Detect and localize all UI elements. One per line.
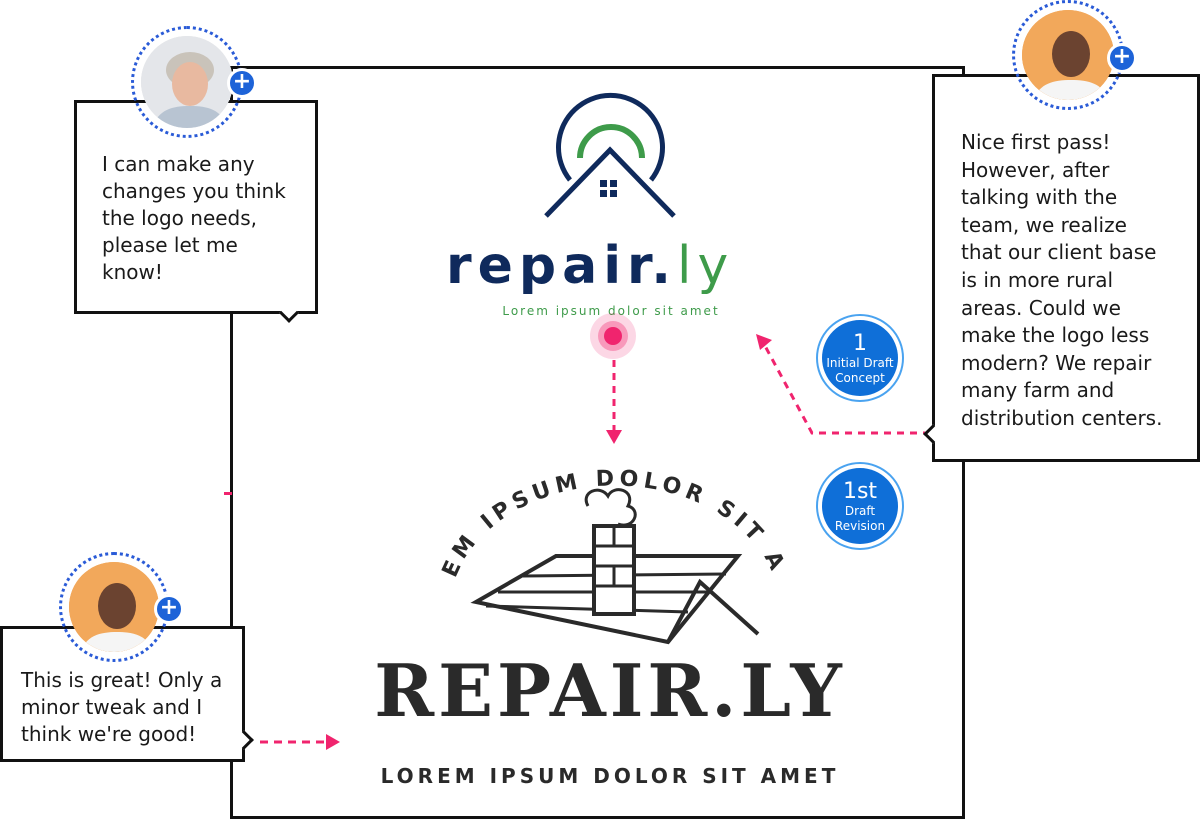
wordmark-suffix: ly (677, 236, 735, 296)
badge-label-line2: Revision (834, 519, 886, 533)
comment-line: distribution centers. (961, 405, 1163, 430)
comment-line: many farm and (961, 378, 1115, 403)
arrow-marker-to-revision (606, 360, 622, 444)
arrow-approval-to-logo (260, 734, 340, 750)
plus-icon[interactable]: + (154, 594, 184, 624)
avatar-client-top[interactable] (1012, 0, 1124, 110)
barn-roof-illustration (470, 488, 760, 645)
comment-line: minor tweak and I (21, 695, 203, 719)
comment-line: team, we realize (961, 212, 1127, 237)
comment-line: make the logo less (961, 323, 1150, 348)
badge-label-line1: Draft (844, 504, 876, 518)
avatar-portrait-icon (1022, 10, 1114, 100)
wordmark-main: repair (446, 236, 652, 296)
bottom-logo-wordmark: REPAIR.LY (374, 648, 846, 733)
comment-line: is in more rural (961, 267, 1114, 292)
bottom-logo-tagline: LOREM IPSUM DOLOR SIT AMET (380, 764, 840, 788)
artboard (230, 66, 965, 819)
plus-icon[interactable]: + (1107, 43, 1137, 73)
arrow-feedback-to-logo (756, 334, 930, 435)
badge-label-line1: Initial Draft (826, 356, 894, 370)
top-logo-tagline: Lorem ipsum dolor sit amet (502, 304, 720, 318)
badge-first-revision[interactable]: 1st Draft Revision (816, 462, 904, 550)
comment-line: talking with the (961, 185, 1118, 210)
wordmark-dot: . (651, 236, 678, 296)
badge-label-line2: Concept (835, 371, 885, 385)
top-logo-emblem (544, 92, 676, 218)
left-edge-tick (224, 492, 232, 495)
pin-marker-icon[interactable] (590, 313, 636, 359)
badge-number: 1 (853, 331, 867, 356)
top-logo-wordmark: repair.ly (446, 236, 776, 296)
comment-line: know! (102, 260, 163, 284)
avatar-designer[interactable] (131, 26, 243, 138)
badge-number: 1st (842, 479, 878, 504)
comment-line: Nice first pass! (961, 130, 1111, 154)
badge-initial-draft[interactable]: 1 Initial Draft Concept (816, 314, 904, 402)
avatar-portrait-icon (69, 562, 159, 652)
comment-line: that our client base (961, 240, 1157, 265)
avatar-portrait-icon (141, 36, 233, 128)
comment-line: changes you think (102, 179, 286, 203)
comment-line: areas. Could we (961, 295, 1121, 320)
comment-client-feedback[interactable]: Nice first pass! However, after talking … (923, 74, 1200, 462)
comment-line: I can make any (102, 152, 255, 176)
comment-line: think we're good! (21, 722, 197, 746)
plus-icon[interactable]: + (227, 68, 257, 98)
comment-line: please let me (102, 233, 238, 257)
avatar-client-bottom[interactable] (59, 552, 169, 662)
comment-line: modern? We repair (961, 350, 1152, 375)
comment-line: This is great! Only a (21, 668, 223, 692)
comment-line: the logo needs, (102, 206, 258, 230)
comment-line: However, after (961, 157, 1110, 182)
